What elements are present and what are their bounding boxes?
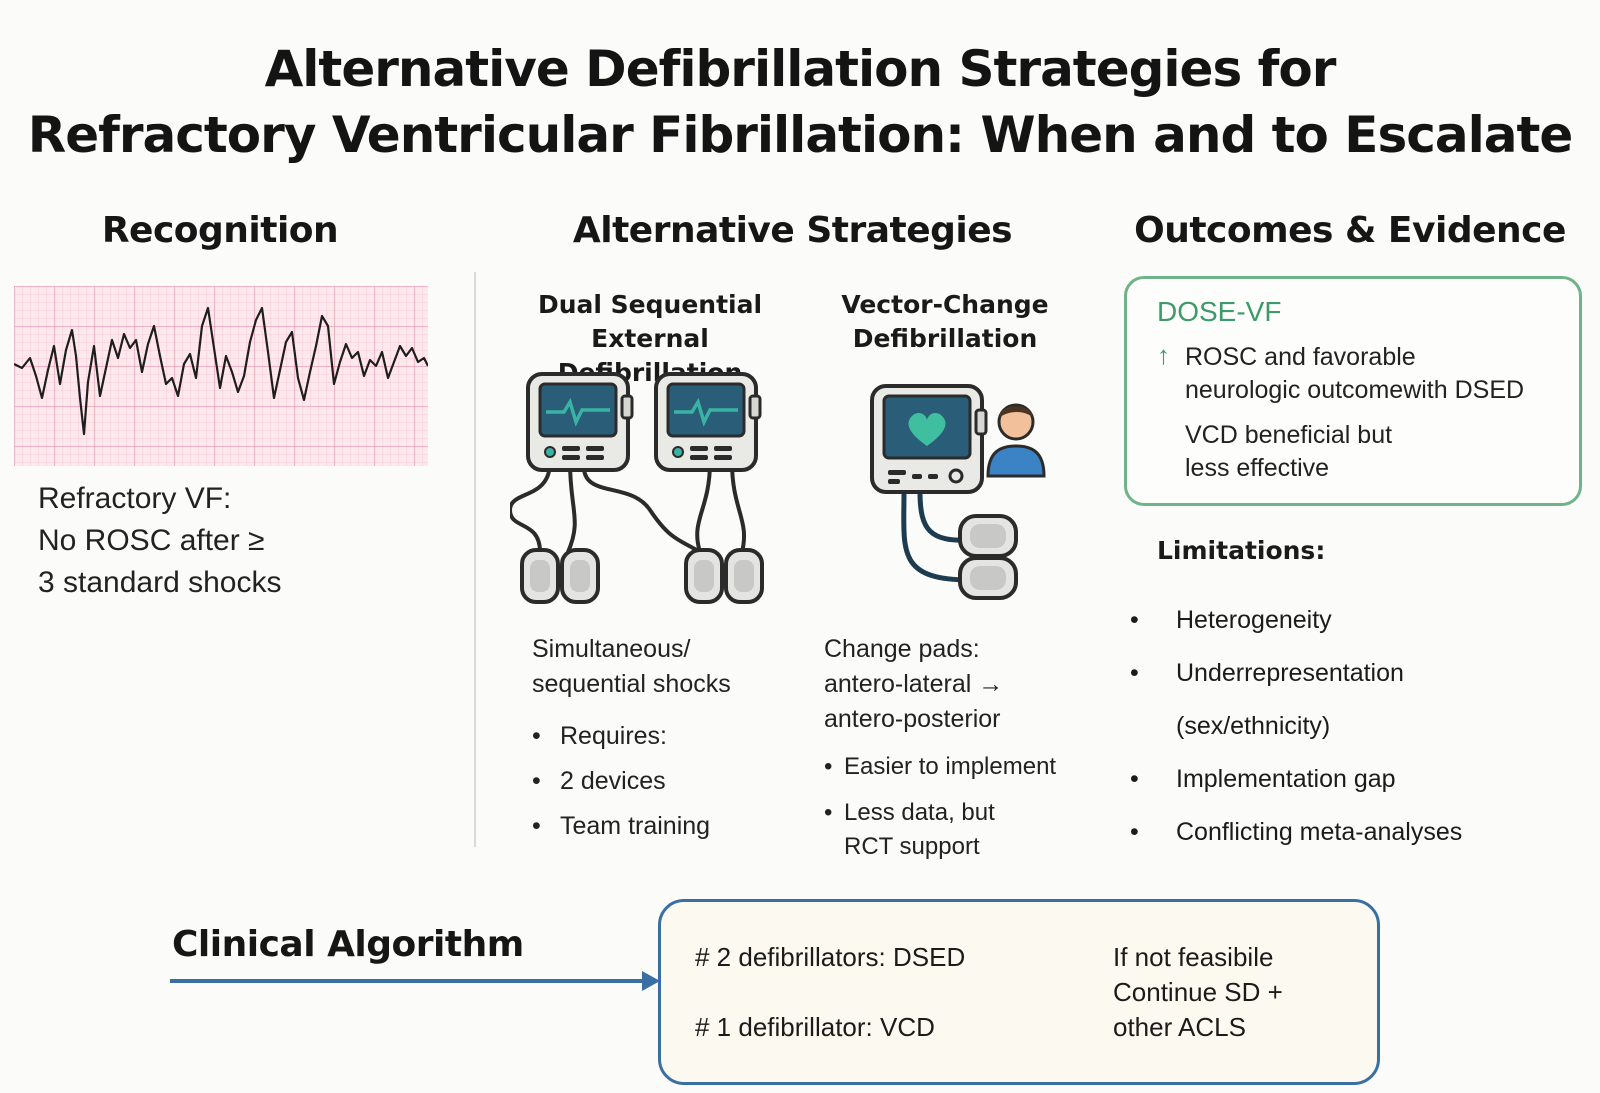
limitation-item: •Conflicting meta-analyses (1130, 818, 1463, 846)
cable (901, 491, 971, 583)
vcd-title-line: Defibrillation (852, 324, 1038, 353)
dose-vf-label: DOSE-VF (1157, 296, 1282, 327)
cable (510, 461, 552, 553)
dsed-bullet: Team training (532, 804, 812, 849)
evidence-line: VCD beneficial but (1185, 421, 1393, 449)
cable (695, 461, 712, 553)
vcd-desc-line: antero-lateral → (824, 670, 1004, 698)
dsed-description: Simultaneous/ sequential shocks (532, 632, 832, 702)
dsed-title-line: Dual Sequential (537, 290, 763, 319)
limitation-continuation: (sex/ethnicity) (1126, 700, 1586, 753)
vcd-title-line: Vector-Change (841, 290, 1049, 319)
limitation-text: (sex/ethnicity) (1176, 712, 1331, 740)
up-arrow-icon: ↑ (1157, 340, 1170, 370)
limitation-item: •Underrepresentation (1130, 659, 1404, 687)
pad-icon (958, 514, 1018, 558)
evidence-line: neurologic outcomewith DSED (1185, 376, 1525, 404)
vector-change-illustration (870, 384, 1046, 600)
vcd-title: Vector-Change Defibrillation (810, 288, 1080, 356)
title-line-1: Alternative Defibrillation Strategies fo… (264, 40, 1337, 98)
limitation-text: Heterogeneity (1176, 606, 1332, 634)
vcd-bullet-line: RCT support (844, 833, 980, 860)
vcd-bullet: Less data, but RCT support (824, 796, 1094, 864)
cable (730, 461, 747, 553)
limitations-heading: Limitations: (1157, 536, 1326, 565)
algo-fallback-line: other ACLS (1113, 1012, 1246, 1042)
recognition-line: Refractory VF: (38, 482, 232, 515)
pad-icon (958, 556, 1018, 600)
person-icon (986, 403, 1046, 478)
recognition-line: 3 standard shocks (38, 566, 282, 599)
cable (566, 461, 577, 553)
defibrillator-heart-icon (870, 384, 988, 494)
recognition-heading: Recognition (101, 210, 339, 251)
dsed-bullets: Requires: 2 devices Team training (532, 714, 812, 849)
evidence-finding-1: ROSC and favorable neurologic outcomewit… (1185, 341, 1575, 407)
algorithm-box: # 2 defibrillators: DSED # 1 defibrillat… (658, 899, 1380, 1085)
defibrillator-icon (526, 372, 634, 472)
evidence-finding-2: VCD beneficial but less effective (1185, 419, 1575, 485)
dual-defibrillator-illustration (510, 372, 764, 604)
vcd-desc-line: Change pads: (824, 635, 980, 663)
limitations-list: •Heterogeneity •Underrepresentation (sex… (1126, 594, 1586, 859)
recognition-text: Refractory VF: No ROSC after ≥ 3 standar… (38, 478, 458, 604)
vcd-bullet-line: Easier to implement (844, 753, 1057, 780)
vcd-desc-line: antero-posterior (824, 705, 1001, 733)
evidence-line: ROSC and favorable (1185, 343, 1416, 371)
dsed-bullet: 2 devices (532, 759, 812, 804)
evidence-box: DOSE-VF ↑ ROSC and favorable neurologic … (1124, 276, 1582, 506)
cable (581, 461, 702, 554)
dsed-desc-line: Simultaneous/ (532, 635, 691, 663)
ecg-strip (14, 286, 428, 466)
dsed-desc-line: sequential shocks (532, 670, 731, 698)
vcd-description: Change pads: antero-lateral → antero-pos… (824, 632, 1094, 737)
defibrillator-icon (654, 372, 762, 472)
limitation-text: Implementation gap (1176, 765, 1396, 793)
right-arrow-icon (170, 971, 660, 991)
limitation-text: Underrepresentation (1176, 659, 1404, 687)
evidence-line: less effective (1185, 454, 1330, 482)
recognition-line: No ROSC after ≥ (38, 524, 265, 557)
dsed-bullet: Requires: (532, 714, 812, 759)
algo-fallback-line: Continue SD + (1113, 977, 1283, 1007)
limitation-text: Conflicting meta-analyses (1176, 818, 1463, 846)
vcd-bullet-line: Less data, but (844, 799, 995, 826)
algo-fallback-line: If not feasibile (1113, 942, 1274, 972)
algorithm-heading: Clinical Algorithm (172, 924, 524, 965)
strategies-heading: Alternative Strategies (572, 210, 1013, 251)
algo-fallback: If not feasibile Continue SD + other ACL… (1113, 940, 1363, 1045)
page-title: Alternative Defibrillation Strategies fo… (0, 36, 1600, 168)
column-divider (474, 272, 476, 847)
limitation-item: •Implementation gap (1130, 765, 1396, 793)
limitation-item: •Heterogeneity (1130, 606, 1332, 634)
algo-option-dsed: # 2 defibrillators: DSED (695, 942, 966, 972)
title-line-2: Refractory Ventricular Fibrillation: Whe… (27, 106, 1574, 164)
ecg-trace (14, 306, 428, 436)
vcd-bullets: Easier to implement Less data, but RCT s… (824, 750, 1094, 864)
vcd-bullet: Easier to implement (824, 750, 1094, 784)
algo-option-vcd: # 1 defibrillator: VCD (695, 1012, 935, 1042)
outcomes-heading: Outcomes & Evidence (1134, 210, 1566, 251)
